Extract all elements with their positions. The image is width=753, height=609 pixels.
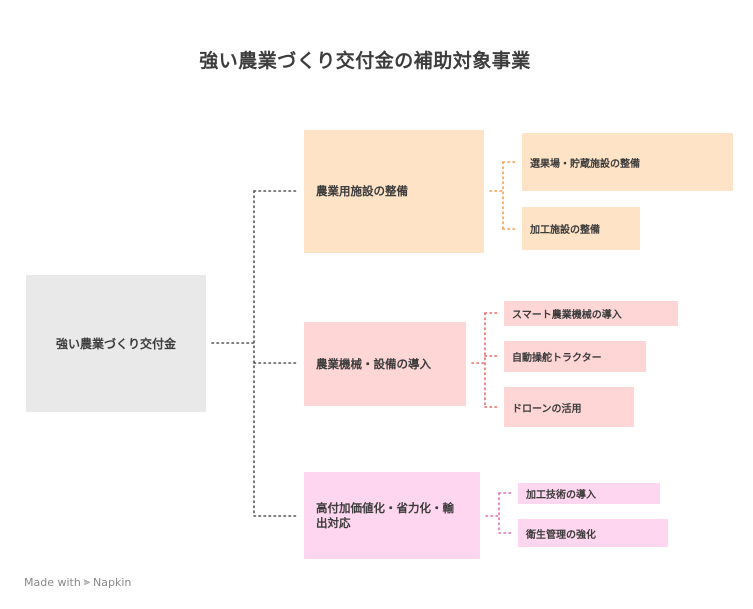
footer-brand: Napkin xyxy=(93,575,132,589)
branch-node-machinery: 農業機械・設備の導入 xyxy=(304,322,466,406)
leaf-node-processing-facility: 加工施設の整備 xyxy=(522,207,640,250)
leaf-node-auto-tractor: 自動操舵トラクター xyxy=(504,341,646,372)
footer-made-with: Made with xyxy=(24,575,81,589)
leaf-label: ドローンの活用 xyxy=(512,403,582,415)
leaf-label: 自動操舵トラクター xyxy=(512,353,602,364)
leaf-node-smart-machinery: スマート農業機械の導入 xyxy=(504,301,678,326)
leaf-label: 衛生管理の強化 xyxy=(526,529,596,541)
branch-node-facilities: 農業用施設の整備 xyxy=(304,130,484,253)
root-label: 強い農業づくり交付金 xyxy=(55,337,176,351)
branch-label: 高付加価値化・省力化・輸出対応 xyxy=(316,500,454,530)
leaf-label: 加工技術の導入 xyxy=(526,490,596,501)
leaf-label: スマート農業機械の導入 xyxy=(512,310,622,321)
leaf-label: 加工施設の整備 xyxy=(530,225,600,236)
leaf-node-sorting-storage: 選果場・貯蔵施設の整備 xyxy=(522,133,733,191)
branch-label: 農業用施設の整備 xyxy=(316,184,408,198)
branch-node-value-added: 高付加価値化・省力化・輸出対応 xyxy=(304,472,480,559)
leaf-label: 選果場・貯蔵施設の整備 xyxy=(530,158,640,170)
leaf-node-processing-tech: 加工技術の導入 xyxy=(518,483,660,504)
diagram-title: 強い農業づくり交付金の補助対象事業 xyxy=(199,50,531,72)
napkin-icon: ⫸ xyxy=(83,575,91,588)
leaf-node-hygiene: 衛生管理の強化 xyxy=(518,519,668,547)
branch-label: 農業機械・設備の導入 xyxy=(316,356,431,371)
root-node: 強い農業づくり交付金 xyxy=(26,275,206,412)
footer-credit: Made with ⫸ Napkin xyxy=(24,575,131,589)
leaf-node-drone: ドローンの活用 xyxy=(504,387,634,427)
